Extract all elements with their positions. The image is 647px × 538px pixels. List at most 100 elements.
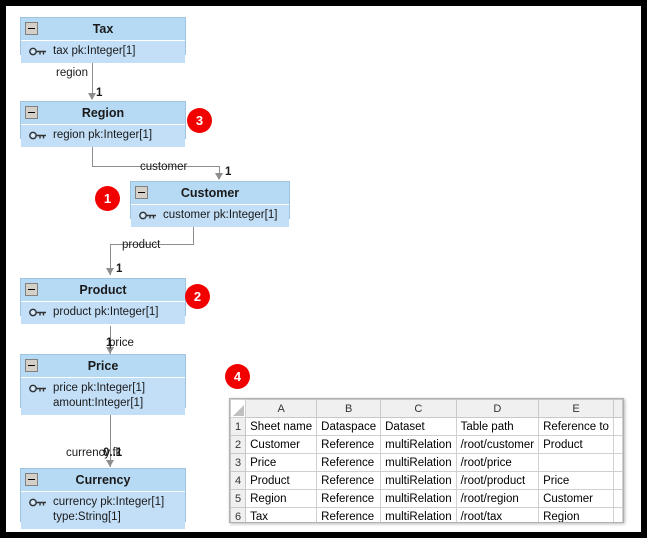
column-header-c[interactable]: C	[380, 399, 457, 418]
spreadsheet-cell[interactable]: multiRelation	[380, 471, 457, 490]
spreadsheet-cell[interactable]: /root/price	[455, 453, 540, 472]
spreadsheet-cell[interactable]: Region	[245, 489, 318, 508]
spreadsheet-cell[interactable]: Reference to	[538, 417, 614, 436]
spreadsheet-cell[interactable]	[612, 417, 623, 436]
spreadsheet-cell[interactable]: Customer	[538, 489, 614, 508]
spreadsheet-cell[interactable]: Dataset	[380, 417, 457, 436]
edge-label-currency-fk: currency.fk	[66, 447, 122, 459]
row-header[interactable]: 6	[230, 507, 247, 522]
edge-line-price-currency	[110, 413, 111, 467]
uml-class-currency[interactable]: Currency currency pk:Integer[1] type:Str…	[20, 468, 186, 529]
uml-class-price[interactable]: Price price pk:Integer[1] amount:Integer…	[20, 354, 186, 415]
edge-multiplicity-currency: 0..1	[103, 447, 123, 459]
spreadsheet-cell[interactable]	[612, 453, 623, 472]
spreadsheet-cell[interactable]: Reference	[316, 489, 382, 508]
spreadsheet-cell[interactable]	[612, 435, 623, 454]
row-header[interactable]: 1	[230, 417, 247, 436]
spreadsheet-cell[interactable]: Price	[245, 453, 318, 472]
spreadsheet-cell[interactable]: Price	[538, 471, 614, 490]
uml-attribute-text: amount:Integer[1]	[53, 397, 144, 409]
spreadsheet-cell[interactable]: /root/region	[455, 489, 540, 508]
select-all-corner-cell[interactable]	[230, 399, 247, 418]
uml-class-product[interactable]: Product product pk:Integer[1]	[20, 278, 186, 324]
key-icon	[139, 211, 156, 220]
spreadsheet-cell[interactable]: Product	[245, 471, 318, 490]
uml-attribute-text: type:String[1]	[53, 511, 121, 523]
uml-body-tax: tax pk:Integer[1]	[21, 41, 185, 63]
uml-body-currency: currency pk:Integer[1] type:String[1]	[21, 492, 185, 529]
edge-arrow-customer-product	[106, 268, 114, 275]
spreadsheet-cell[interactable]: Reference	[316, 471, 382, 490]
spreadsheet-cell[interactable]	[538, 453, 614, 472]
spreadsheet-cell[interactable]: Product	[538, 435, 614, 454]
edge-label-customer: customer	[140, 161, 188, 173]
minus-icon[interactable]	[25, 359, 38, 372]
spreadsheet-cell[interactable]: multiRelation	[380, 507, 457, 522]
edge-line-customer-product-v2	[110, 244, 111, 275]
spreadsheet-cell[interactable]	[612, 507, 623, 522]
uml-attribute: currency pk:Integer[1]	[21, 495, 185, 510]
uml-class-tax[interactable]: Tax tax pk:Integer[1]	[20, 17, 186, 63]
uml-header-region: Region	[21, 102, 185, 125]
minus-icon[interactable]	[135, 186, 148, 199]
spreadsheet-cell[interactable]: Table path	[455, 417, 540, 436]
row-header[interactable]: 3	[230, 453, 247, 472]
minus-icon[interactable]	[25, 283, 38, 296]
uml-class-name: Price	[87, 359, 119, 373]
column-header-a[interactable]: A	[245, 399, 318, 418]
edge-arrow-product-price	[106, 347, 114, 354]
uml-attribute: region pk:Integer[1]	[21, 128, 185, 143]
callout-badge-4: 4	[225, 364, 250, 389]
spreadsheet-cell[interactable]: /root/customer	[455, 435, 540, 454]
spreadsheet-cell[interactable]: Tax	[245, 507, 318, 522]
key-icon	[29, 308, 46, 317]
spreadsheet-cell[interactable]: /root/product	[455, 471, 540, 490]
spreadsheet-cell[interactable]: Sheet name	[245, 417, 318, 436]
uml-attribute: customer pk:Integer[1]	[131, 208, 289, 223]
column-header-e[interactable]: E	[538, 399, 614, 418]
minus-icon[interactable]	[25, 473, 38, 486]
spreadsheet-cell[interactable]	[612, 489, 623, 508]
edge-multiplicity-price: 1	[106, 337, 113, 349]
spreadsheet-cell[interactable]: Region	[538, 507, 614, 522]
column-header-d[interactable]: D	[455, 399, 540, 418]
spreadsheet-cell[interactable]: Reference	[316, 507, 382, 522]
spreadsheet-cell[interactable]: Customer	[245, 435, 318, 454]
row-header[interactable]: 5	[230, 489, 247, 508]
spreadsheet-cell[interactable]: multiRelation	[380, 489, 457, 508]
minus-icon[interactable]	[25, 22, 38, 35]
uml-header-tax: Tax	[21, 18, 185, 41]
uml-attribute-text: currency pk:Integer[1]	[53, 496, 165, 508]
spreadsheet-cell[interactable]: Reference	[316, 453, 382, 472]
edge-line-region-customer-v1	[92, 137, 93, 166]
key-icon	[29, 384, 46, 393]
edge-multiplicity-customer: 1	[225, 166, 232, 178]
spreadsheet-cell[interactable]: multiRelation	[380, 453, 457, 472]
edge-line-product-price	[110, 326, 111, 354]
spreadsheet-cell[interactable]: multiRelation	[380, 435, 457, 454]
corner-triangle-icon	[233, 405, 245, 416]
edge-multiplicity-region: 1	[96, 87, 103, 99]
uml-class-region[interactable]: Region region pk:Integer[1]	[20, 101, 186, 147]
row-header[interactable]: 2	[230, 435, 247, 454]
spreadsheet-cell[interactable]: Dataspace	[316, 417, 382, 436]
column-header-f[interactable]	[612, 399, 623, 418]
uml-attribute: tax pk:Integer[1]	[21, 44, 185, 59]
uml-body-customer: customer pk:Integer[1]	[131, 205, 289, 227]
uml-class-customer[interactable]: Customer customer pk:Integer[1]	[130, 181, 290, 227]
uml-body-product: product pk:Integer[1]	[21, 302, 185, 324]
row-header[interactable]: 4	[230, 471, 247, 490]
spreadsheet-cell[interactable]: Reference	[316, 435, 382, 454]
callout-badge-1: 1	[95, 186, 120, 211]
edge-label-region: region	[56, 67, 88, 79]
diagram-canvas: region 1 customer 1 product 1 price 1 cu…	[6, 6, 641, 532]
spreadsheet-cell[interactable]	[612, 471, 623, 490]
uml-attribute: amount:Integer[1]	[21, 396, 185, 411]
spreadsheet-cell[interactable]: /root/tax	[455, 507, 540, 522]
uml-class-name: Tax	[92, 22, 114, 36]
minus-icon[interactable]	[25, 106, 38, 119]
column-header-b[interactable]: B	[316, 399, 382, 418]
